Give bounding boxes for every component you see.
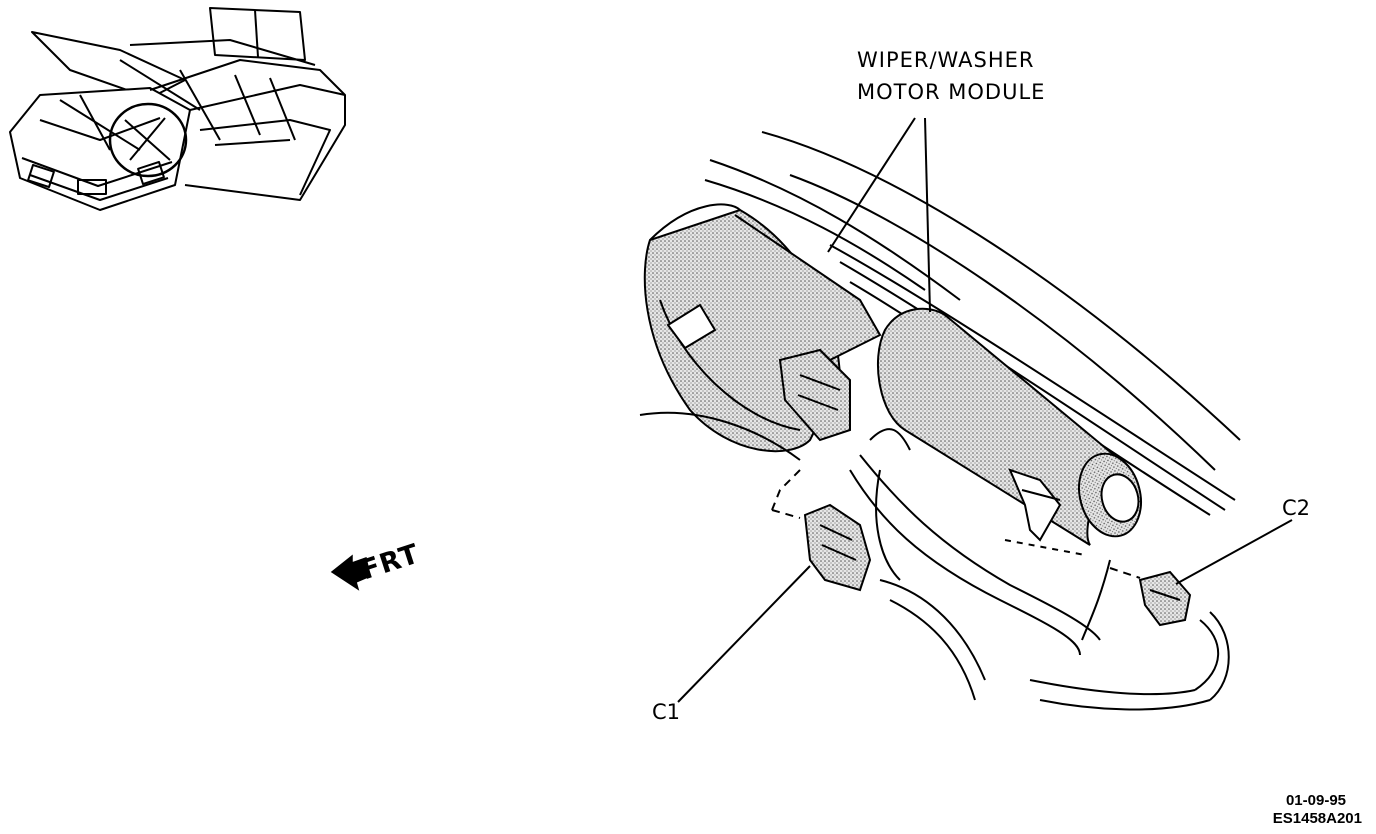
- c2-leader: [1175, 519, 1293, 585]
- wiring-harness: [639, 411, 1230, 711]
- motor-connector-receptacle: [778, 348, 851, 442]
- figure-code: ES1458A201: [1272, 810, 1362, 827]
- module-label-line1: WIPER/WASHER: [857, 48, 1035, 72]
- module-leader-right: [924, 117, 931, 313]
- connector-mating-lines: [771, 469, 1141, 641]
- date-code: 01-09-95: [1285, 792, 1346, 809]
- front-direction-arrow-icon: [330, 554, 371, 591]
- c1-leader: [677, 565, 811, 703]
- module-label-line2: MOTOR MODULE: [857, 80, 1046, 104]
- connector-c2-body: [1138, 570, 1192, 627]
- vehicle-locator-view: [9, 7, 346, 211]
- leader-lines: [677, 117, 1293, 703]
- connector-c1-body: [803, 503, 872, 592]
- motor-module-body: [877, 307, 1142, 546]
- motor-bracket: [1008, 468, 1062, 542]
- connector-c1-label: C1: [652, 700, 681, 724]
- connector-c2-label: C2: [1282, 496, 1311, 520]
- module-leader-left: [827, 117, 916, 253]
